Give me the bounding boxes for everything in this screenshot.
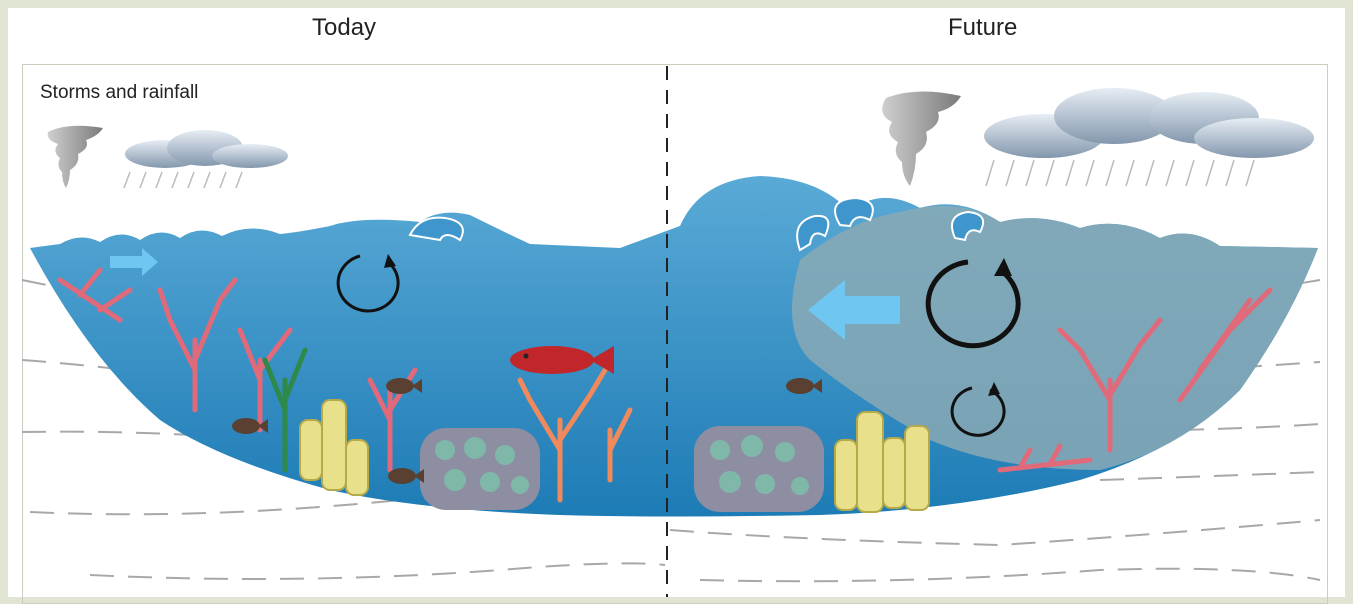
rain-cloud-icon [984,88,1314,186]
tornado-icon [48,126,103,188]
boulder-coral-icon [420,428,540,510]
boulder-coral-icon [694,426,824,512]
rain-cloud-icon [124,130,288,188]
tornado-icon [882,91,961,186]
